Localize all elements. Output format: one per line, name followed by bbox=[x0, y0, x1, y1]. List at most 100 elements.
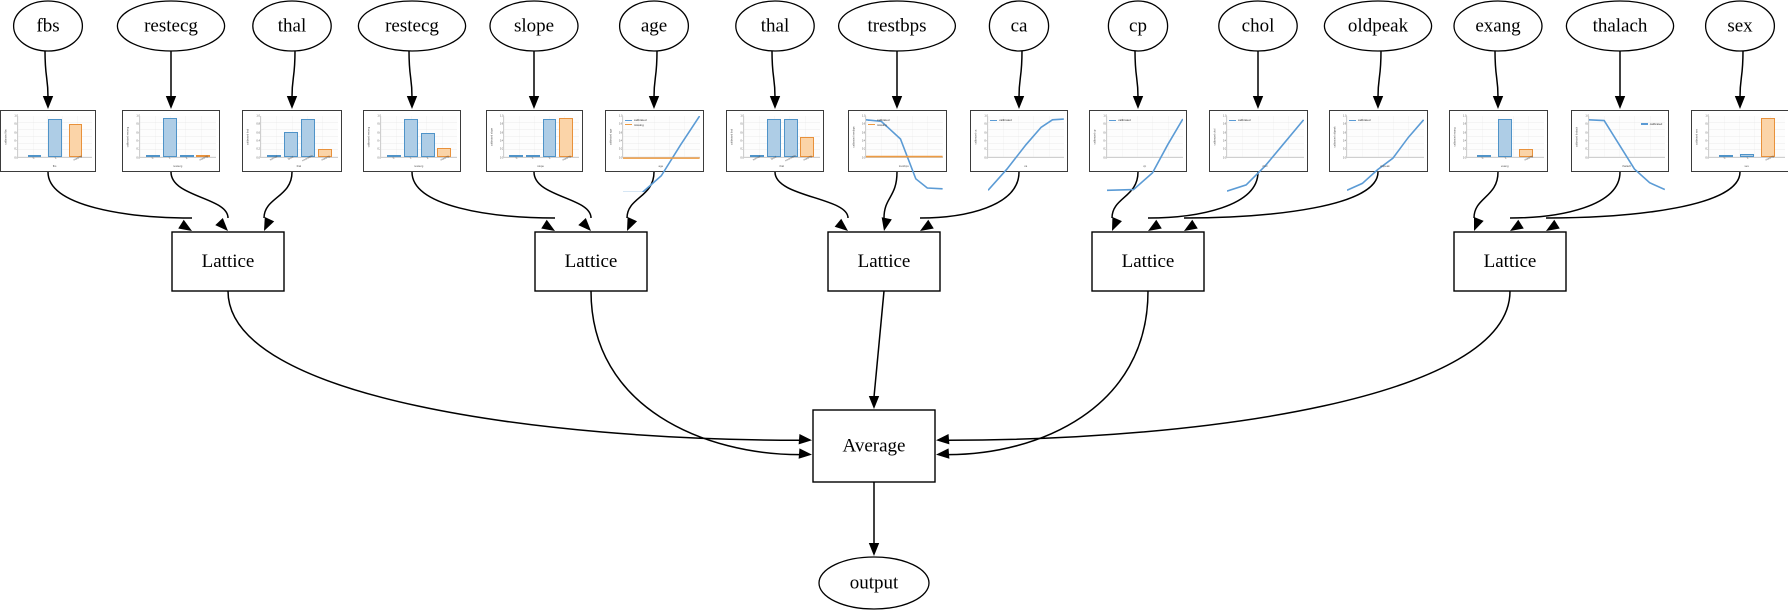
plot-area bbox=[1106, 115, 1184, 158]
y-tick-0.8: 0.8 bbox=[1705, 122, 1709, 126]
feature-node-ellipse bbox=[735, 0, 815, 52]
y-tick-1.0: 1.0 bbox=[1585, 114, 1589, 118]
output-node[interactable]: output bbox=[818, 556, 930, 610]
y-tick-0.0: 0.0 bbox=[1705, 156, 1709, 160]
y-tick-0.4: 0.4 bbox=[256, 139, 260, 143]
feature-node-restecg-3[interactable]: restecg bbox=[357, 0, 467, 52]
calibrator-plot-fbs-0[interactable]: calibrated fbs1.00.80.60.40.20.001missin… bbox=[0, 110, 96, 172]
series-calibrated bbox=[623, 116, 700, 193]
line-series-group bbox=[1589, 116, 1665, 192]
bar-missing bbox=[1761, 117, 1776, 157]
plot-area bbox=[1465, 115, 1544, 158]
plot-legend: calibrated bbox=[1228, 118, 1250, 122]
y-tick-1.0: 1.0 bbox=[136, 114, 140, 118]
lattice-node-2[interactable]: Lattice bbox=[827, 231, 941, 292]
legend-swatch-calibrated bbox=[1348, 119, 1356, 121]
feature-node-restecg-1[interactable]: restecg bbox=[116, 0, 226, 52]
feature-node-cp-9[interactable]: cp bbox=[1107, 0, 1169, 52]
y-tick-0.2: 0.2 bbox=[136, 147, 140, 151]
legend-item-calibrated: calibrated bbox=[624, 118, 646, 122]
y-tick-1.0: 1.0 bbox=[1222, 114, 1227, 118]
feature-node-trestbps-7[interactable]: trestbps bbox=[837, 0, 957, 52]
edge-arrowhead-average-0 bbox=[798, 434, 812, 445]
bar-group bbox=[1709, 116, 1785, 157]
bar-reversible bbox=[783, 118, 798, 157]
feature-node-ellipse bbox=[1565, 0, 1675, 52]
bar-0 bbox=[27, 154, 42, 157]
y-tick-0.0: 0.0 bbox=[256, 156, 260, 160]
lattice-node-4[interactable]: Lattice bbox=[1453, 231, 1567, 292]
feature-node-label: trestbps bbox=[867, 15, 926, 36]
feature-node-label: sex bbox=[1727, 15, 1753, 36]
calibrator-plot-slope-4[interactable]: calibrated slope1.00.80.60.40.20.0012mis… bbox=[485, 110, 583, 172]
y-tick-0.6: 0.6 bbox=[377, 131, 381, 135]
edge-arrowhead-calibrator-10 bbox=[1252, 96, 1264, 109]
edge-lattice-1-to-average bbox=[590, 290, 801, 456]
y-tick-1.0: 1.0 bbox=[1462, 114, 1467, 118]
edge-calibrator-11-to-lattice-3 bbox=[1183, 171, 1379, 219]
feature-node-chol-10[interactable]: chol bbox=[1218, 0, 1298, 52]
y-tick-1.0: 1.0 bbox=[984, 114, 988, 118]
feature-node-ellipse bbox=[116, 0, 226, 52]
feature-node-oldpeak-11[interactable]: oldpeak bbox=[1323, 0, 1433, 52]
bar-group bbox=[18, 116, 92, 157]
feature-node-slope-4[interactable]: slope bbox=[489, 0, 579, 52]
lattice-label: Lattice bbox=[858, 251, 911, 272]
bar-missing bbox=[196, 154, 211, 157]
bar-group bbox=[261, 116, 338, 157]
bar-missing bbox=[317, 148, 333, 157]
feature-node-ellipse bbox=[837, 0, 957, 52]
feature-node-exang-12[interactable]: exang bbox=[1453, 0, 1543, 52]
x-axis-label: thal bbox=[779, 164, 784, 168]
feature-node-thalach-13[interactable]: thalach bbox=[1565, 0, 1675, 52]
legend-label-calibrated: calibrated bbox=[1357, 118, 1371, 123]
edge-arrowhead-calibrator-2 bbox=[286, 96, 298, 109]
bar-normal bbox=[750, 154, 765, 157]
y-tick-0.4: 0.4 bbox=[1585, 139, 1589, 143]
bar-1 bbox=[1740, 154, 1755, 157]
y-tick-0.4: 0.4 bbox=[740, 139, 744, 143]
average-node[interactable]: Average bbox=[812, 409, 936, 483]
feature-node-age-5[interactable]: age bbox=[618, 0, 690, 52]
feature-node-ca-8[interactable]: ca bbox=[988, 0, 1050, 52]
edge-arrowhead-lattice-12 bbox=[1474, 216, 1484, 231]
x-axis-label: restecg bbox=[173, 164, 183, 168]
legend-label-missing: missing bbox=[633, 122, 644, 127]
plot-area bbox=[1225, 115, 1304, 158]
bar-group bbox=[140, 116, 216, 157]
legend-item-calibrated: calibrated bbox=[1640, 122, 1662, 126]
lattice-node-3[interactable]: Lattice bbox=[1091, 231, 1205, 292]
plot-area bbox=[743, 115, 821, 158]
y-tick-0.2: 0.2 bbox=[861, 147, 866, 151]
plot-legend: calibrated bbox=[1348, 118, 1371, 123]
lattice-node-0[interactable]: Lattice bbox=[171, 231, 285, 292]
feature-node-thal-6[interactable]: thal bbox=[735, 0, 815, 52]
y-tick-0.2: 0.2 bbox=[1462, 147, 1467, 151]
edge-calibrator-9-to-lattice-3 bbox=[1111, 171, 1139, 219]
feature-node-thal-2[interactable]: thal bbox=[252, 0, 332, 52]
x-axis-label: thal bbox=[296, 164, 302, 168]
feature-node-sex-14[interactable]: sex bbox=[1704, 0, 1776, 52]
lattice-node-1[interactable]: Lattice bbox=[534, 231, 648, 292]
plot-gridlines bbox=[988, 115, 1065, 157]
edge-restecg-to-calibrator-3 bbox=[408, 50, 413, 98]
plot-area bbox=[864, 115, 943, 158]
feature-node-fbs-0[interactable]: fbs bbox=[12, 0, 84, 52]
feature-node-ellipse bbox=[12, 0, 84, 52]
bar-0 bbox=[1719, 154, 1734, 157]
